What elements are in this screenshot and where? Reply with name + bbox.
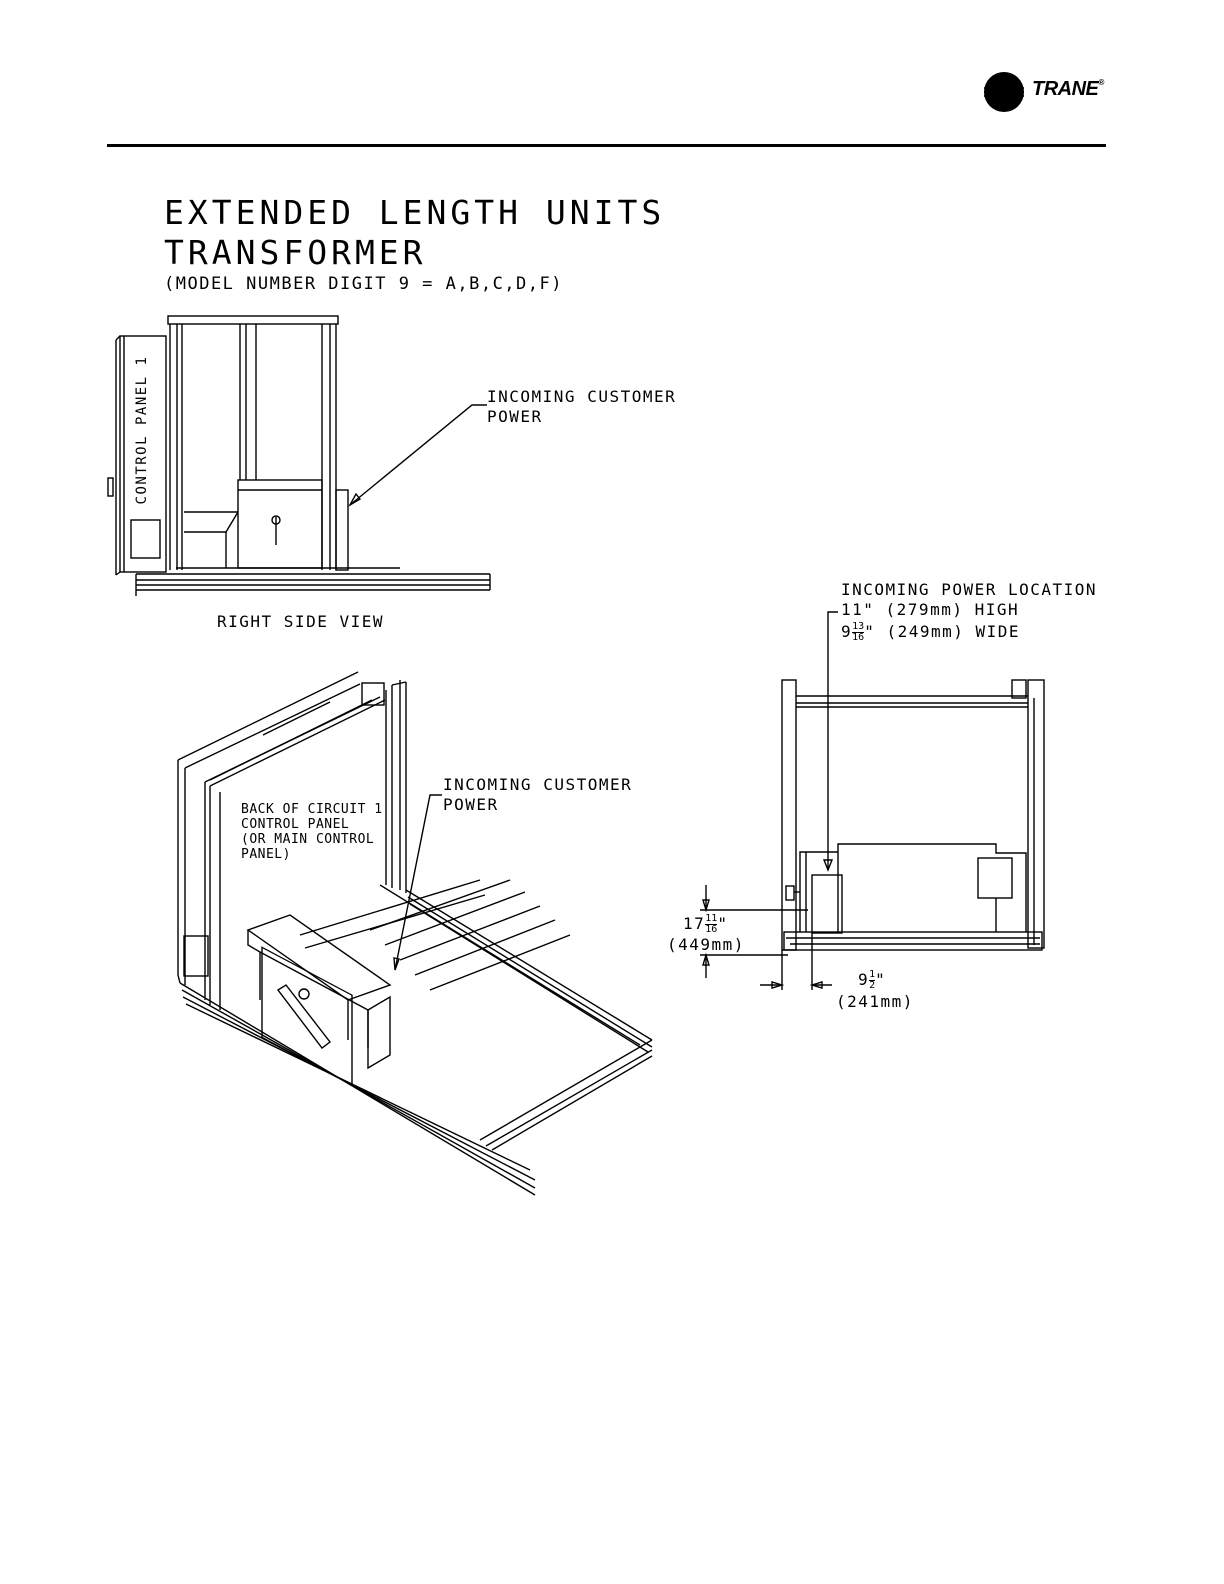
control-panel-label: CONTROL PANEL 1: [134, 355, 150, 505]
iso-panel-note-4: PANEL): [241, 847, 291, 862]
power-location-height: 11" (279mm) HIGH: [841, 600, 1020, 619]
right-side-view-caption: RIGHT SIDE VIEW: [217, 612, 384, 631]
trane-globe-logo-icon: [984, 72, 1024, 112]
iso-panel-note-2: CONTROL PANEL: [241, 817, 350, 832]
title-line-2: TRANSFORMER: [164, 233, 427, 272]
rsv-callout-line-1: INCOMING CUSTOMER: [487, 387, 677, 406]
horizontal-dimension-metric: (241mm): [836, 992, 914, 1011]
vertical-dimension-metric: (449mm): [667, 935, 745, 954]
title-line-3: (MODEL NUMBER DIGIT 9 = A,B,C,D,F): [164, 274, 563, 294]
isometric-view-drawing: [177, 671, 653, 1196]
rsv-callout-line-2: POWER: [487, 407, 543, 426]
brand-name: TRANE®: [1032, 78, 1104, 100]
iso-callout-line-1: INCOMING CUSTOMER: [443, 775, 633, 794]
iso-panel-note-1: BACK OF CIRCUIT 1: [241, 802, 383, 817]
iso-panel-note-3: (OR MAIN CONTROL: [241, 832, 375, 847]
header-rule: [107, 144, 1106, 147]
title-line-1: EXTENDED LENGTH UNITS: [164, 193, 666, 232]
iso-callout-line-2: POWER: [443, 795, 499, 814]
power-location-title: INCOMING POWER LOCATION: [841, 580, 1098, 599]
front-view-drawing: [700, 611, 1045, 990]
right-side-view-drawing: [107, 315, 491, 596]
